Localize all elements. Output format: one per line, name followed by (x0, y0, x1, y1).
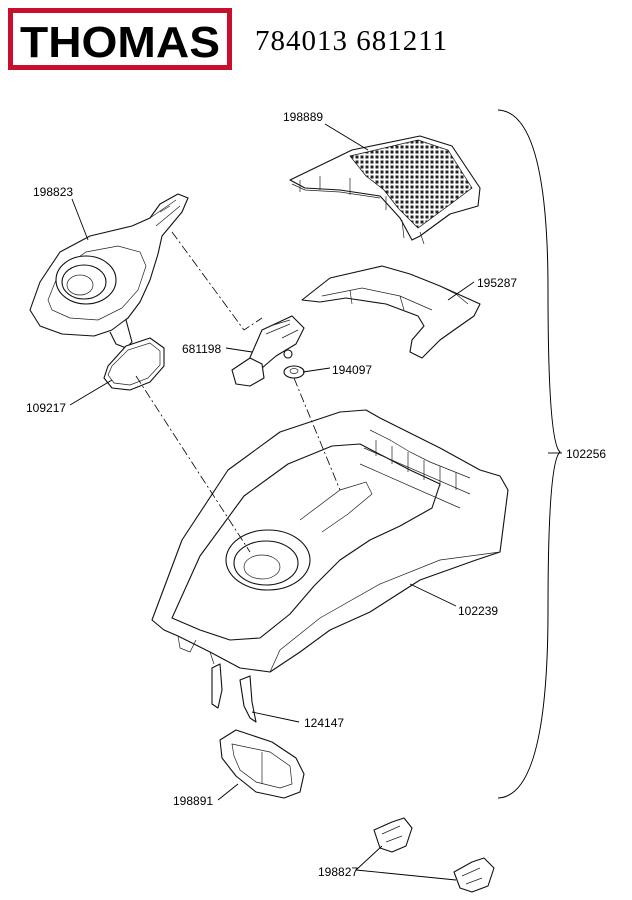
label-124147: 124147 (304, 716, 344, 730)
part-198827-latch-1 (373, 817, 413, 853)
assembly-brace (497, 109, 561, 799)
label-198827: 198827 (318, 865, 358, 879)
part-102239-main-housing (151, 409, 509, 673)
part-198823-handle-cover (29, 193, 189, 349)
label-681198: 681198 (182, 342, 221, 356)
leader-lines (69, 123, 562, 881)
part-681198-connector (231, 315, 305, 387)
label-102239: 102239 (458, 604, 498, 618)
thomas-logo: THOMAS (8, 8, 232, 70)
part-194097-washer (283, 365, 305, 379)
label-102256: 102256 (566, 447, 606, 461)
label-195287: 195287 (477, 276, 517, 290)
label-109217: 109217 (26, 401, 66, 415)
part-109217-seal-ring (103, 337, 165, 391)
label-198891: 198891 (173, 794, 213, 808)
assembly-centerlines (135, 231, 341, 553)
part-198889-top-grille (289, 135, 481, 245)
part-198827-latch-2 (453, 857, 495, 893)
part-195287-plate (301, 265, 481, 359)
model-numbers-title: 784013 681211 (255, 25, 448, 57)
label-198889: 198889 (283, 110, 323, 124)
label-194097: 194097 (332, 363, 372, 377)
brand-logo-text: THOMAS (20, 18, 220, 67)
part-124147-clips (211, 663, 257, 723)
part-198891-filter-frame (219, 729, 305, 799)
label-198823: 198823 (33, 185, 73, 199)
